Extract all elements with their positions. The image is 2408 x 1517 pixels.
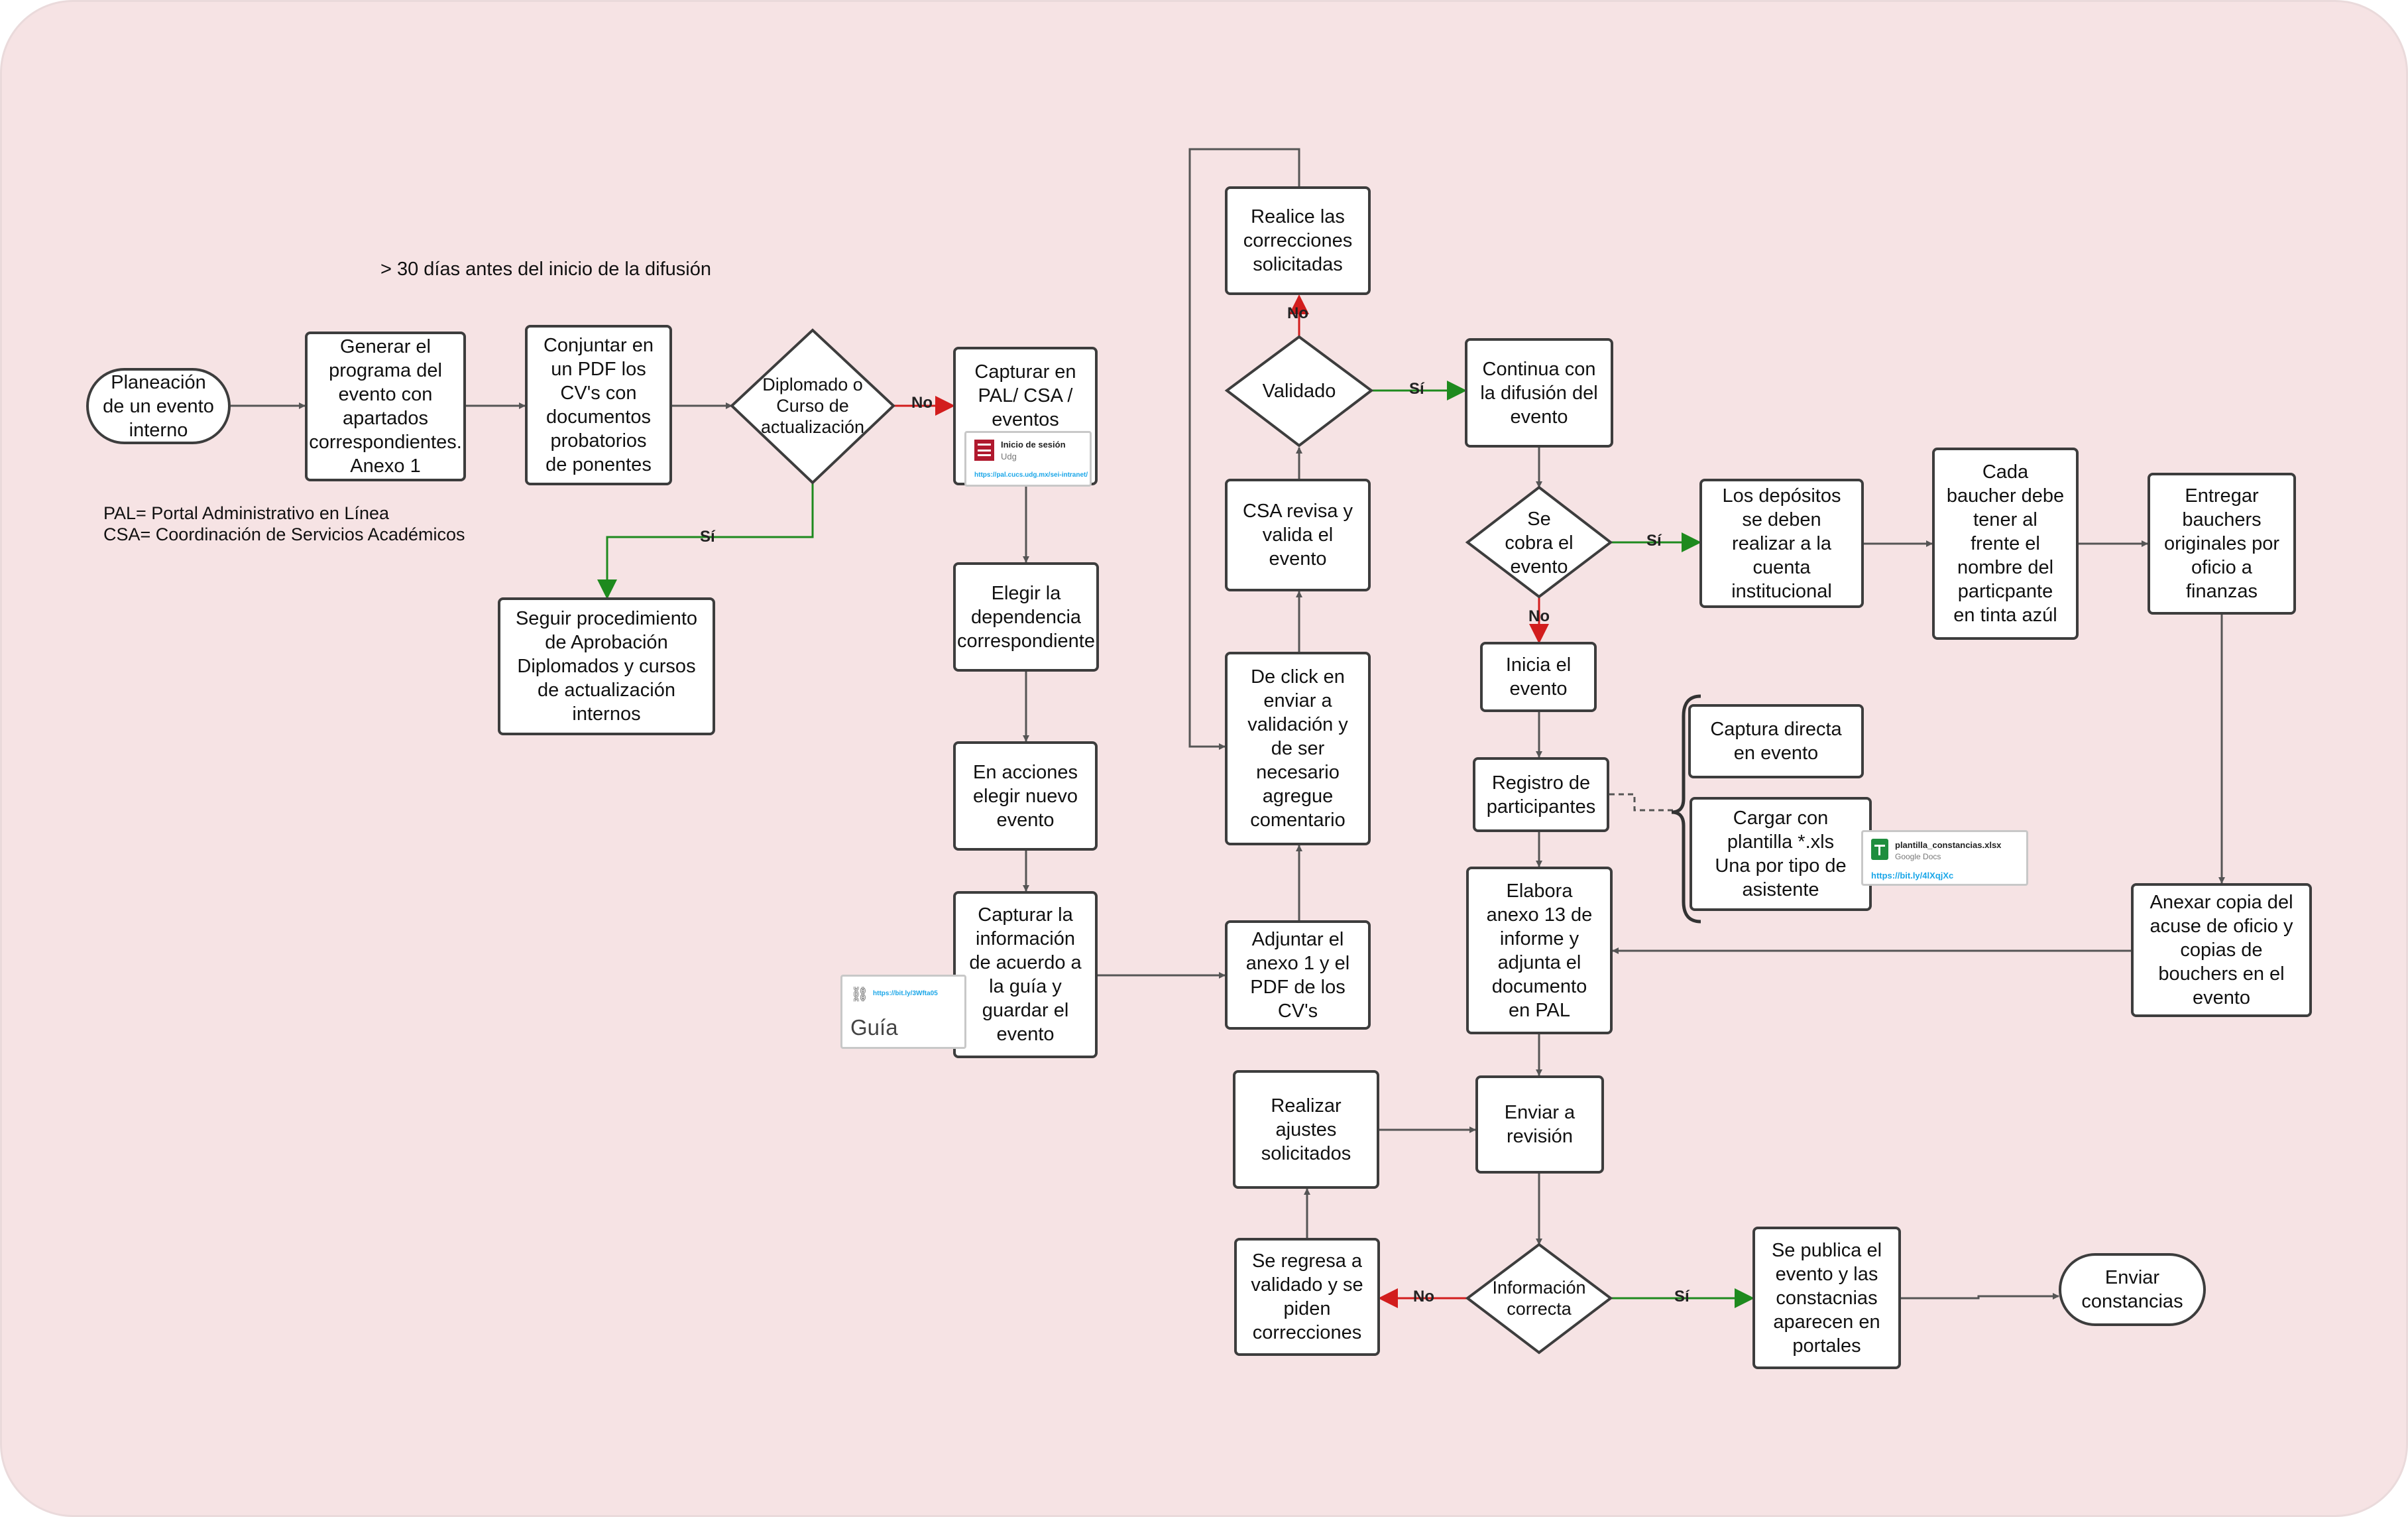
udg-logo-icon — [974, 440, 994, 461]
plantilla-card-url[interactable]: https://bit.ly/4lXqjXc — [1871, 871, 1954, 880]
decision-validado — [1224, 335, 1374, 448]
node-generar-programa: Generar el programa del evento con apart… — [305, 332, 466, 481]
edge-registro-brace — [1609, 793, 1673, 812]
text-info-correcta: Información correcta — [1492, 1278, 1586, 1319]
plantilla-card-title: plantilla_constancias.xlsx — [1895, 840, 2002, 850]
node-se-regresa: Se regresa a validado y se piden correcc… — [1234, 1238, 1380, 1356]
node-depositos: Los depósitos se deben realizar a la cue… — [1699, 479, 1864, 608]
node-continua-difusion: Continua con la difusión del evento — [1465, 338, 1613, 448]
label-no-cobra: No — [1528, 607, 1550, 625]
google-sheets-icon — [1871, 839, 1888, 860]
decision-se-cobra — [1465, 485, 1613, 599]
node-enviar-constancias: Enviar constancias — [2059, 1253, 2206, 1326]
decision-diplomado — [730, 328, 895, 485]
text-diplomado: Diplomado o Curso de actualización — [760, 375, 865, 437]
node-csa-revisa: CSA revisa y valida el evento — [1225, 479, 1371, 591]
node-seguir-procedimiento: Seguir procedimiento de Aprobación Diplo… — [498, 597, 715, 735]
login-card-subtitle: Udg — [1001, 452, 1017, 461]
decision-info-correcta — [1465, 1243, 1613, 1355]
plantilla-card-subtitle: Google Docs — [1895, 852, 1941, 861]
legend-pal: PAL= Portal Administrativo en Línea — [103, 503, 389, 523]
link-card-guia[interactable]: ⛓ https://bit.ly/3Wfta05 Guía — [840, 975, 966, 1049]
node-de-click-enviar: De click en enviar a validación y de ser… — [1225, 652, 1371, 845]
edge-diplomado-si — [597, 483, 814, 599]
edge-sepublica-enviar — [1901, 1293, 2059, 1300]
legend-csa: CSA= Coordinación de Servicios Académico… — [103, 524, 465, 544]
node-cada-baucher: Cada baucher debe tener al frente el nom… — [1932, 448, 2079, 640]
node-elabora-anexo: Elabora anexo 13 de informe y adjunta el… — [1466, 867, 1613, 1034]
node-inicia-evento: Inicia el evento — [1480, 642, 1597, 712]
node-anexar-copia: Anexar copia del acuse de oficio y copia… — [2131, 883, 2312, 1017]
guia-card-title: Guía — [850, 1015, 898, 1040]
link-icon: ⛓ — [850, 986, 869, 1002]
guia-card-url[interactable]: https://bit.ly/3Wfta05 — [873, 990, 938, 997]
node-realizar-ajustes: Realizar ajustes solicitados — [1233, 1070, 1379, 1189]
node-captura-directa: Captura directa en evento — [1688, 704, 1864, 778]
node-realice-correcciones: Realice las correcciones solicitadas — [1225, 186, 1371, 295]
brace — [1671, 694, 1701, 924]
node-registro-participantes: Registro de participantes — [1473, 757, 1609, 832]
label-si-diplomado: Sí — [700, 528, 715, 546]
label-no-info: No — [1413, 1288, 1434, 1305]
label-no-diplomado: No — [911, 394, 933, 412]
node-planeacion: Planeación de un evento interno — [86, 368, 231, 444]
node-capturar-informacion: Capturar la información de acuerdo a la … — [953, 891, 1098, 1058]
timing-note: > 30 días antes del inicio de la difusió… — [380, 259, 711, 280]
link-card-plantilla[interactable]: plantilla_constancias.xlsx Google Docs h… — [1861, 830, 2028, 886]
login-card-url[interactable]: https://pal.cucs.udg.mx/sei-intranet/ — [974, 471, 1088, 479]
text-validado: Validado — [1262, 381, 1336, 402]
node-cargar-plantilla: Cargar con plantilla *.xls Una por tipo … — [1690, 797, 1872, 911]
node-adjuntar-anexo: Adjuntar el anexo 1 y el PDF de los CV's — [1225, 920, 1371, 1030]
label-no-validado: No — [1287, 304, 1308, 322]
text-se-cobra: Se cobra el evento — [1505, 509, 1574, 577]
label-si-info: Sí — [1674, 1288, 1690, 1305]
login-card-title: Inicio de sesión — [1001, 440, 1066, 450]
node-entregar-bauchers: Entregar bauchers originales por oficio … — [2148, 473, 2296, 615]
node-conjuntar-pdf: Conjuntar en un PDF los CV's con documen… — [525, 325, 672, 485]
edge-loop-realice-declick — [1188, 148, 1300, 750]
node-enviar-revision: Enviar a revisión — [1475, 1075, 1604, 1174]
link-card-login[interactable]: Inicio de sesión Udg https://pal.cucs.ud… — [964, 431, 1092, 487]
node-elegir-dependencia: Elegir la dependencia correspondiente — [953, 562, 1099, 672]
node-se-publica: Se publica el evento y las constacnias a… — [1752, 1227, 1901, 1369]
label-si-cobra: Sí — [1646, 532, 1662, 550]
node-acciones-nuevo: En acciones elegir nuevo evento — [953, 741, 1098, 851]
label-si-validado: Sí — [1409, 380, 1424, 398]
